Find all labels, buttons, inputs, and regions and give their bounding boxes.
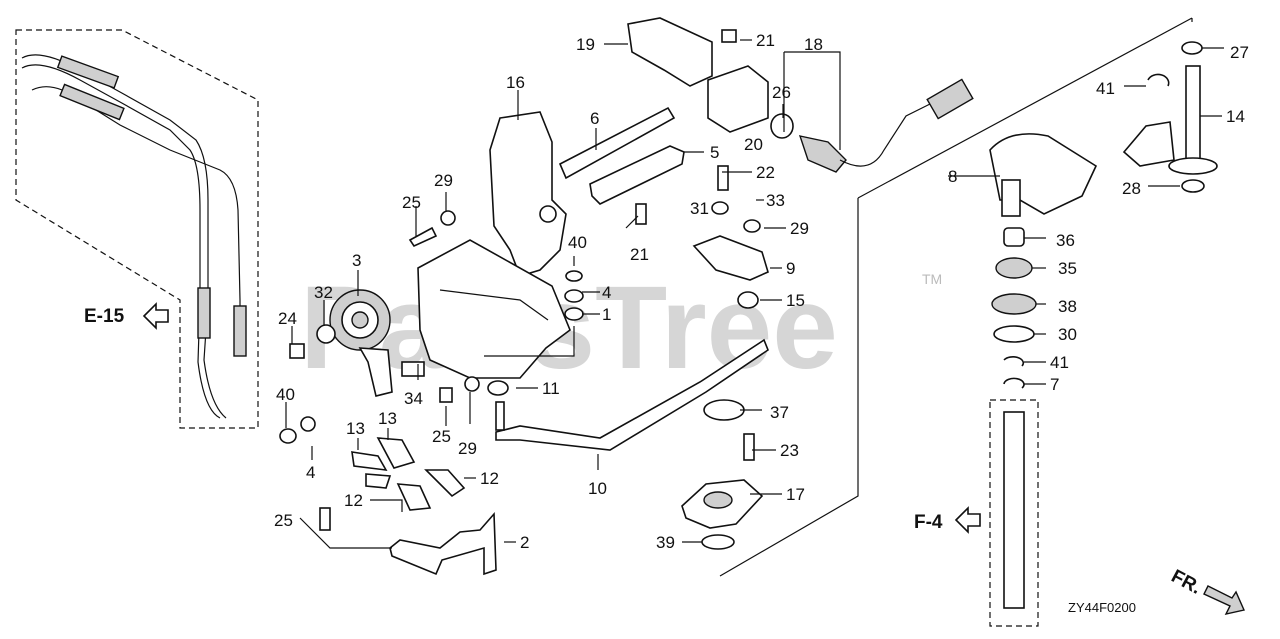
part-label: 41 <box>1050 353 1069 372</box>
arrow-left-icon <box>954 506 981 534</box>
part-9-lever <box>692 235 769 281</box>
part-label: 10 <box>588 479 607 498</box>
main-bracket-plate <box>417 239 571 379</box>
part-12-clamp-c <box>396 483 432 511</box>
part-label: 6 <box>590 109 599 128</box>
part-label: 8 <box>948 167 957 186</box>
part-label: 13 <box>346 419 365 438</box>
part-label: 19 <box>576 35 595 54</box>
part-label: 17 <box>786 485 805 504</box>
part-label: 35 <box>1058 259 1077 278</box>
cable-assembly-box <box>15 29 259 429</box>
shaft-box <box>989 399 1039 627</box>
ref-f4-label: F-4 <box>914 512 943 533</box>
part-label: 29 <box>458 439 477 458</box>
part-label: 2 <box>520 533 529 552</box>
part-38-bearing <box>991 293 1037 315</box>
part-16-bracket <box>489 111 567 277</box>
part-label: 20 <box>744 135 763 154</box>
part-37-bushing <box>703 399 745 421</box>
part-36-bushing <box>1003 227 1025 247</box>
part-label: 21 <box>756 31 775 50</box>
part-5-link <box>589 145 685 205</box>
part-label: 33 <box>766 191 785 210</box>
part-label: 29 <box>434 171 453 190</box>
part-label: 3 <box>352 251 361 270</box>
part-18-switch <box>798 78 974 173</box>
trademark-mark: TM <box>922 271 942 287</box>
part-label: 4 <box>602 283 611 302</box>
part-14-shaft <box>1122 65 1218 175</box>
part-label: 26 <box>772 83 791 102</box>
part-label: 32 <box>314 283 333 302</box>
part-label: 31 <box>690 199 709 218</box>
part-35-bearing <box>995 257 1033 279</box>
part-6-link <box>558 106 676 180</box>
arrow-right-icon <box>1203 585 1245 616</box>
part-label: 29 <box>790 219 809 238</box>
part-label: 15 <box>786 291 805 310</box>
part-12-clamp-a <box>365 473 392 489</box>
assembly-frame <box>857 17 1193 199</box>
part-label: 11 <box>542 379 560 398</box>
part-41-clip <box>1147 73 1170 87</box>
part-label: 39 <box>656 533 675 552</box>
part-label: 13 <box>378 409 397 428</box>
part-label: 12 <box>344 491 363 510</box>
throttle-cable-assembly <box>21 54 247 419</box>
part-27-washer <box>1181 41 1203 55</box>
part-30-seal <box>993 325 1035 343</box>
part-label: 21 <box>630 245 649 264</box>
part-label: 25 <box>274 511 293 530</box>
part-label: 36 <box>1056 231 1075 250</box>
long-shaft <box>1003 411 1025 609</box>
part-label: 40 <box>276 385 295 404</box>
part-12-clamp-b <box>424 469 466 498</box>
part-20-cover <box>707 65 769 133</box>
part-10-rod <box>495 338 769 451</box>
part-label: 1 <box>602 305 611 324</box>
front-direction-indicator: FR. <box>1168 566 1245 616</box>
part-41-clip-b <box>1003 356 1025 367</box>
part-13-clamp-b <box>376 437 416 469</box>
part-2-bracket <box>389 511 497 576</box>
part-label: 24 <box>278 309 297 328</box>
part-label: 16 <box>506 73 525 92</box>
part-label: 14 <box>1226 107 1245 126</box>
part-label: 40 <box>568 233 587 252</box>
part-label: 25 <box>402 193 421 212</box>
part-label: 4 <box>306 463 315 482</box>
part-13-clamp-a <box>351 451 388 471</box>
part-label: 12 <box>480 469 499 488</box>
part-label: 18 <box>804 35 823 54</box>
part-label: 5 <box>710 143 719 162</box>
part-19-bracket <box>627 17 713 87</box>
part-label: 23 <box>780 441 799 460</box>
part-label: 28 <box>1122 179 1141 198</box>
part-28-washer <box>1181 179 1205 193</box>
part-label: 9 <box>786 259 795 278</box>
ref-e15-label: E-15 <box>84 306 125 327</box>
part-labels: 1 2 3 4 4 5 6 7 8 9 10 11 12 12 13 13 14… <box>274 31 1249 552</box>
part-label: 27 <box>1230 43 1249 62</box>
part-label: 41 <box>1096 79 1115 98</box>
part-label: 22 <box>756 163 775 182</box>
part-label: 25 <box>432 427 451 446</box>
part-39-washer <box>701 534 735 550</box>
fasteners <box>279 29 761 531</box>
part-3-pulley <box>329 289 393 397</box>
part-label: 37 <box>770 403 789 422</box>
part-label: 38 <box>1058 297 1077 316</box>
part-26-nut <box>770 113 794 139</box>
diagram-code: ZY44F0200 <box>1068 600 1136 615</box>
part-label: 30 <box>1058 325 1077 344</box>
arrow-left-icon <box>142 302 169 330</box>
leader-lines <box>285 39 1224 549</box>
part-7-clip <box>1003 377 1025 389</box>
front-label: FR. <box>1168 566 1205 599</box>
part-label: 34 <box>404 389 423 408</box>
part-label: 7 <box>1050 375 1059 394</box>
